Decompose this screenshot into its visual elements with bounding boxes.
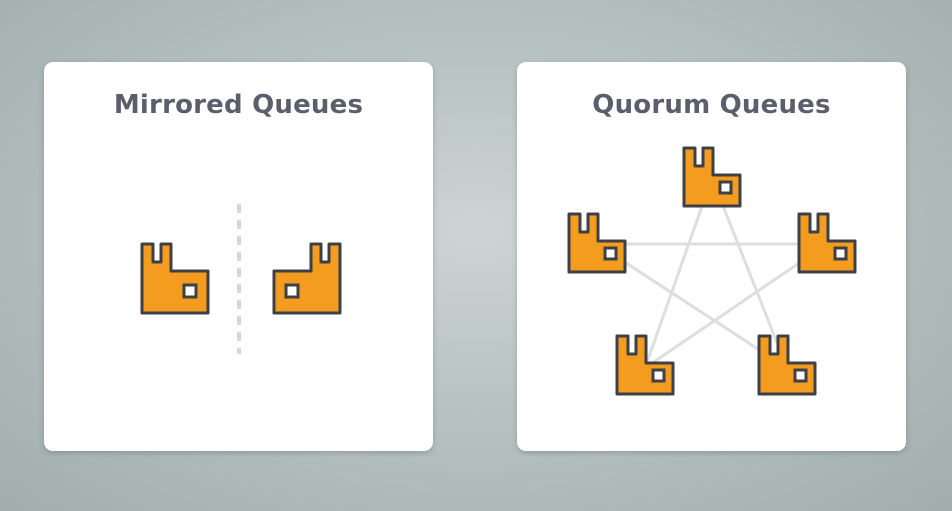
quorum-queues-diagram: [567, 146, 857, 396]
rabbitmq-logo-icon: [272, 242, 342, 315]
rabbitmq-logo-icon: [682, 146, 742, 208]
quorum-queues-card: Quorum Queues: [517, 62, 906, 451]
link-right-bottom-left: [644, 242, 828, 370]
mirrored-queues-card: Mirrored Queues: [44, 62, 433, 451]
mirrored-queues-diagram: [140, 204, 342, 354]
quorum-links: [596, 177, 828, 370]
link-left-bottom-right: [596, 242, 788, 370]
mirrored-queues-title: Mirrored Queues: [113, 90, 364, 120]
link-top-bottom-right: [710, 177, 789, 369]
rabbitmq-logo-icon: [615, 334, 675, 396]
rabbitmq-logo-icon: [757, 334, 817, 396]
rabbitmq-logo-icon: [567, 212, 627, 274]
quorum-queues-title: Quorum Queues: [592, 90, 831, 120]
rabbitmq-logo-icon: [140, 242, 210, 315]
rabbitmq-logo-icon: [797, 212, 857, 274]
link-top-bottom-left: [643, 177, 714, 369]
